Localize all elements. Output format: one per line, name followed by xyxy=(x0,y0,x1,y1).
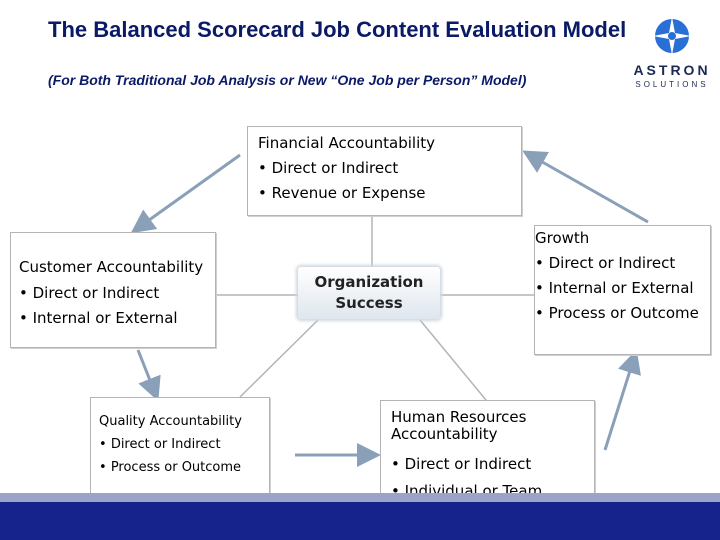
growth-title: Growth xyxy=(535,229,590,247)
customer-accountability-box: Customer Accountability Direct or Indire… xyxy=(10,232,216,348)
astron-logo: ASTRON SOLUTIONS xyxy=(632,14,712,94)
customer-bullet: Internal or External xyxy=(19,306,215,331)
customer-bullet: Direct or Indirect xyxy=(19,281,215,306)
quality-bullets: Direct or Indirect Process or Outcome xyxy=(99,433,269,479)
quality-bullet: Process or Outcome xyxy=(99,456,269,479)
financial-bullets: Direct or Indirect Revenue or Expense xyxy=(258,156,521,206)
quality-title: Quality Accountability xyxy=(99,414,242,429)
growth-bullet: Direct or Indirect xyxy=(535,251,710,276)
growth-bullet: Internal or External xyxy=(535,276,710,301)
growth-bullets: Direct or Indirect Internal or External … xyxy=(535,251,710,326)
financial-bullet: Revenue or Expense xyxy=(258,181,521,206)
arrow-customer-to-quality xyxy=(136,349,161,402)
logo-wordmark: ASTRON xyxy=(633,62,711,78)
slide-subtitle: (For Both Traditional Job Analysis or Ne… xyxy=(48,72,527,88)
arrow-financial-to-customer xyxy=(130,153,241,234)
hr-bullet: Direct or Indirect xyxy=(391,451,594,478)
footer-stripe xyxy=(0,493,720,502)
financial-accountability-box: Financial Accountability Direct or Indir… xyxy=(247,126,522,216)
customer-bullets: Direct or Indirect Internal or External xyxy=(19,281,215,331)
financial-bullet: Direct or Indirect xyxy=(258,156,521,181)
arrow-hr-to-growth xyxy=(603,349,641,451)
arrow-growth-to-financial xyxy=(522,150,649,224)
hr-title: Human Resources Accountability xyxy=(391,408,527,443)
quality-accountability-box: Quality Accountability Direct or Indirec… xyxy=(90,397,270,507)
connector-hr-center xyxy=(419,319,487,401)
connector-quality-center xyxy=(239,319,319,398)
quality-bullet: Direct or Indirect xyxy=(99,433,269,456)
growth-box: Growth Direct or Indirect Internal or Ex… xyxy=(534,225,711,355)
footer-bar xyxy=(0,493,720,540)
organization-success-node: Organization Success xyxy=(298,267,440,319)
financial-title: Financial Accountability xyxy=(258,134,435,152)
center-label: Organization Success xyxy=(314,273,424,312)
growth-bullet: Process or Outcome xyxy=(535,301,710,326)
customer-title: Customer Accountability xyxy=(19,258,204,276)
astron-star-logo-icon xyxy=(653,17,691,55)
logo-tagline: SOLUTIONS xyxy=(635,80,709,89)
human-resources-accountability-box: Human Resources Accountability Direct or… xyxy=(380,400,595,500)
slide-title: The Balanced Scorecard Job Content Evalu… xyxy=(48,17,627,42)
